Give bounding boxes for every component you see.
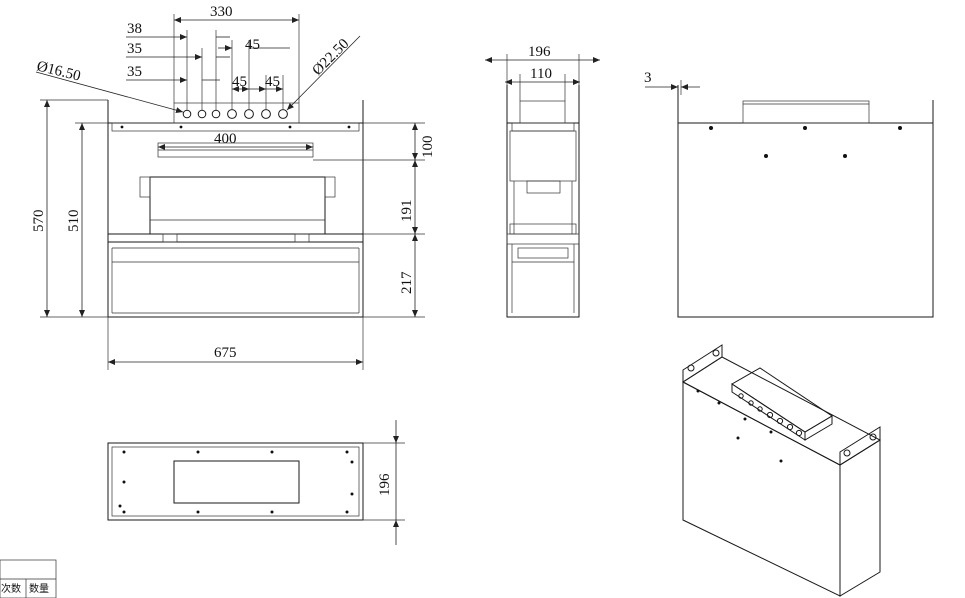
title-block: 次数 数量	[0, 559, 57, 598]
dim-45-a: 45	[245, 37, 260, 53]
bottom-view: 196	[107, 420, 405, 545]
dim-510: 510	[66, 210, 82, 233]
dim-3: 3	[644, 70, 652, 86]
side-body-outline	[506, 122, 580, 318]
dim-191: 191	[399, 200, 415, 223]
dim-45-b: 45	[232, 74, 247, 90]
front-connector-box	[173, 102, 300, 124]
dim-196-bottom: 196	[377, 473, 393, 496]
bottom-window	[173, 460, 300, 504]
dim-35-a: 35	[127, 41, 142, 57]
front-view: 330 38 35 35 45 45 45 Ø16.50 Ø22	[31, 4, 436, 370]
dim-45-c: 45	[265, 74, 280, 90]
dim-217: 217	[399, 271, 415, 294]
rear-view: 3	[644, 70, 934, 318]
title-cell-1: 次数	[1, 582, 21, 595]
dim-110: 110	[530, 66, 552, 82]
rear-body-outline	[677, 122, 934, 318]
isometric-view	[682, 344, 882, 597]
dim-675: 675	[214, 345, 237, 361]
dia-16-50: Ø16.50	[35, 58, 82, 84]
front-module	[149, 176, 326, 235]
dim-100: 100	[420, 136, 436, 159]
front-tray	[107, 233, 364, 243]
dia-22-50: Ø22.50	[310, 36, 353, 79]
dim-38: 38	[127, 21, 142, 37]
title-cell-2: 数量	[29, 582, 49, 595]
dim-330: 330	[210, 4, 233, 20]
dim-196-side: 196	[528, 44, 551, 60]
dim-35-b: 35	[127, 64, 142, 80]
dim-570: 570	[31, 210, 47, 233]
dim-400: 400	[214, 131, 237, 147]
bottom-body-outline	[107, 442, 364, 521]
front-top-lip	[111, 122, 360, 132]
side-view: 196 110	[485, 44, 600, 318]
cable-glands	[182, 109, 288, 119]
